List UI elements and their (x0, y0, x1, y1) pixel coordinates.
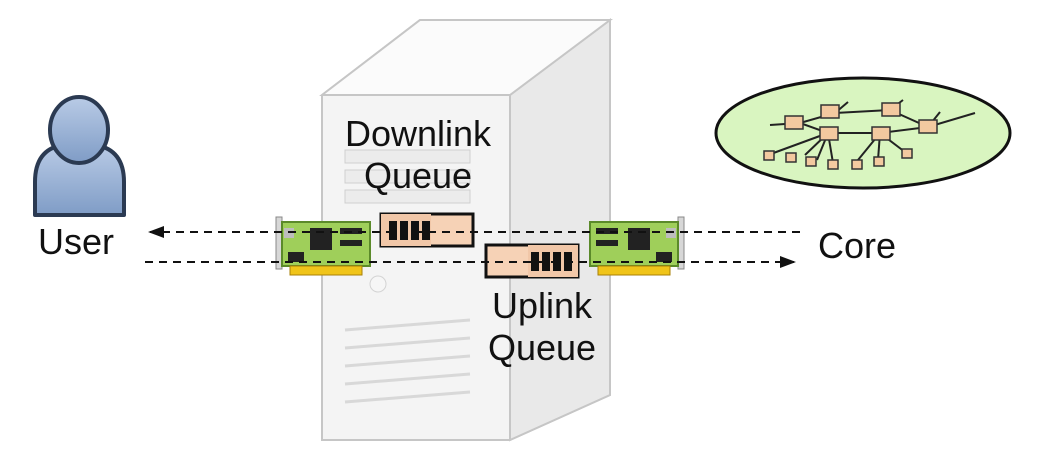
user-label: User (38, 221, 115, 262)
network-card-icon (589, 216, 685, 276)
uplink-queue-label-line2: Queue (487, 327, 597, 368)
downlink-queue-label-line1: Downlink (344, 113, 492, 154)
downlink-queue-label: Downlink Queue (330, 116, 506, 194)
downlink-queue-label-line2: Queue (363, 155, 473, 196)
core-network-cloud-icon (714, 76, 1012, 190)
network-card-icon (275, 216, 371, 276)
person-icon (33, 95, 126, 217)
core-label: Core (818, 225, 897, 266)
queue-buffer-icon (379, 212, 475, 248)
uplink-queue-label: Uplink Queue (462, 288, 622, 366)
uplink-queue-label-line1: Uplink (491, 285, 593, 326)
